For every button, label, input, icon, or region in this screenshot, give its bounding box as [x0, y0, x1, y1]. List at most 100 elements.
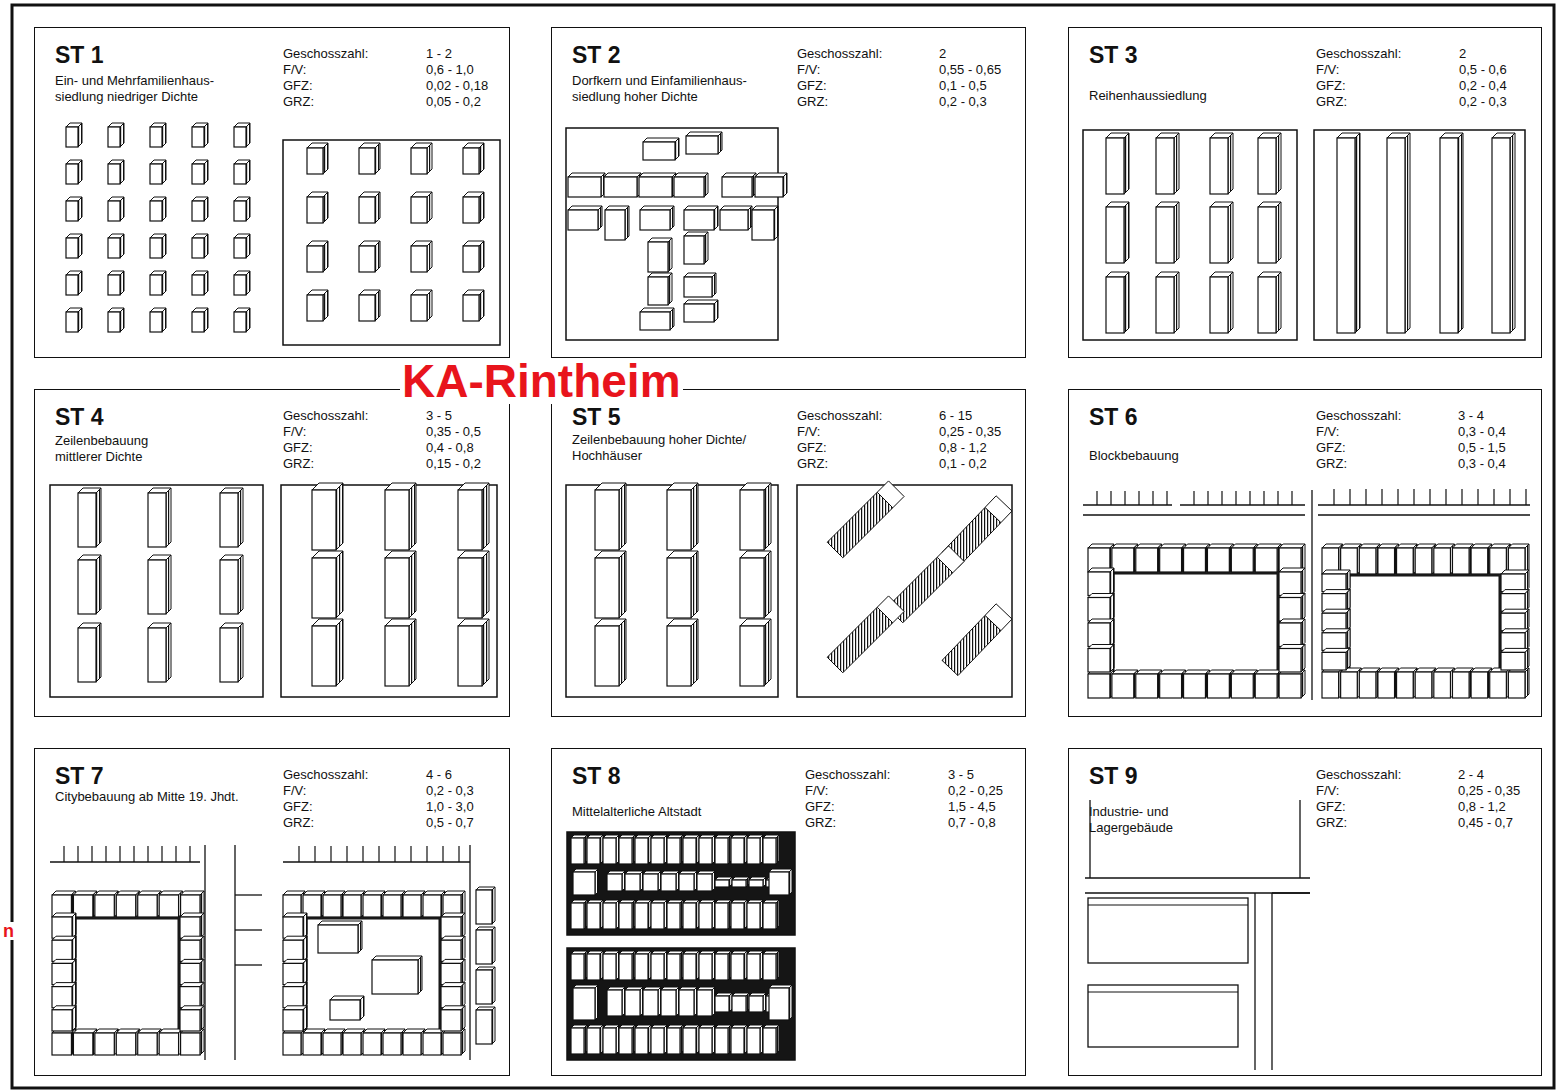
- building-block: [755, 173, 787, 197]
- building-block: [66, 308, 82, 332]
- front-face: [605, 210, 625, 240]
- front-face: [699, 1028, 712, 1054]
- front-face: [684, 304, 714, 322]
- building-block: [1210, 133, 1233, 194]
- street-line: [442, 846, 443, 862]
- front-face: [458, 490, 482, 550]
- parameter-value: 0,15 - 0,2: [426, 456, 481, 472]
- building-block: [1440, 133, 1463, 333]
- type-description: Industrie- und Lagergebäude: [1089, 804, 1179, 836]
- side-face: [204, 308, 208, 332]
- parameter-value: 6 - 15: [939, 408, 972, 424]
- front-face: [635, 903, 648, 929]
- parameter-value: 0,4 - 0,8: [426, 440, 474, 456]
- building-block: [1210, 272, 1233, 333]
- parameter-name: Geschosszahl:: [283, 767, 368, 783]
- building-block: [763, 900, 779, 929]
- street-line: [161, 846, 162, 862]
- parameter-name: GRZ:: [797, 94, 828, 110]
- street-line: [77, 846, 78, 862]
- building-block: [307, 241, 328, 272]
- front-face: [740, 558, 764, 618]
- building-block: [679, 871, 697, 891]
- front-face: [52, 1033, 71, 1055]
- side-face: [246, 123, 250, 147]
- front-face: [1210, 277, 1228, 333]
- building-block: [740, 483, 771, 550]
- front-face: [1378, 672, 1395, 698]
- building-block: [411, 192, 432, 223]
- front-face: [1490, 548, 1507, 574]
- building-block: [1501, 609, 1529, 631]
- side-face: [238, 623, 243, 682]
- front-face: [683, 954, 696, 980]
- building-block: [441, 983, 465, 1008]
- front-face: [573, 988, 595, 1020]
- front-face: [150, 164, 162, 184]
- street-line: [235, 929, 262, 930]
- building-block: [403, 891, 425, 917]
- front-face: [731, 954, 744, 980]
- building-block: [1279, 544, 1305, 572]
- building-block: [441, 913, 465, 938]
- building-block: [52, 1029, 75, 1055]
- front-face: [385, 490, 409, 550]
- warehouse-hall: [1088, 898, 1248, 963]
- building-block: [1112, 544, 1138, 572]
- building-block: [359, 143, 380, 174]
- building-block: [1088, 619, 1114, 647]
- plan-frame: [797, 485, 1012, 697]
- street-line: [63, 846, 64, 862]
- building-block: [747, 1025, 763, 1054]
- building-block: [715, 835, 731, 864]
- street-line: [1193, 491, 1194, 505]
- side-face: [246, 160, 250, 184]
- front-face: [359, 197, 375, 223]
- building-block: [1207, 670, 1233, 698]
- side-face: [375, 290, 380, 321]
- parameter-value: 4 - 6: [426, 767, 452, 783]
- building-block: [359, 241, 380, 272]
- front-face: [651, 1028, 664, 1054]
- type-description: Reihenhaussiedlung: [1089, 88, 1304, 104]
- building-block: [441, 936, 465, 961]
- building-block: [192, 234, 208, 258]
- front-face: [108, 312, 120, 332]
- front-face: [1415, 548, 1432, 574]
- street-line: [1477, 489, 1478, 505]
- plan-frame: [1083, 130, 1297, 340]
- front-face: [686, 136, 718, 154]
- street-line: [1235, 491, 1236, 505]
- side-face: [323, 241, 328, 272]
- front-face: [1231, 674, 1253, 698]
- side-face: [1228, 133, 1233, 194]
- building-block: [108, 234, 124, 258]
- building-block: [619, 1025, 635, 1054]
- building-block: [1106, 133, 1129, 194]
- front-face: [731, 1028, 744, 1054]
- side-face: [358, 921, 362, 953]
- building-block: [697, 871, 715, 891]
- parameter-value: 0,2 - 0,3: [426, 783, 474, 799]
- front-face: [234, 201, 246, 221]
- front-face: [1279, 649, 1301, 673]
- street-line: [1083, 514, 1305, 515]
- type-description: Mittelalterliche Altstadt: [572, 804, 787, 820]
- roof-face: [755, 173, 787, 177]
- front-face: [148, 560, 166, 614]
- parameter-name: Geschosszahl:: [797, 46, 882, 62]
- roof-face: [722, 173, 756, 177]
- front-face: [603, 954, 616, 980]
- street-line: [235, 894, 262, 895]
- old-town-block: [567, 948, 795, 1060]
- building-block: [1387, 133, 1410, 333]
- front-face: [458, 626, 482, 686]
- building-block: [1160, 670, 1186, 698]
- building-block: [303, 1029, 325, 1055]
- front-face: [720, 210, 748, 230]
- slab-roof: [985, 496, 1012, 523]
- building-block: [683, 835, 699, 864]
- front-face: [1210, 207, 1228, 263]
- side-face: [409, 619, 416, 686]
